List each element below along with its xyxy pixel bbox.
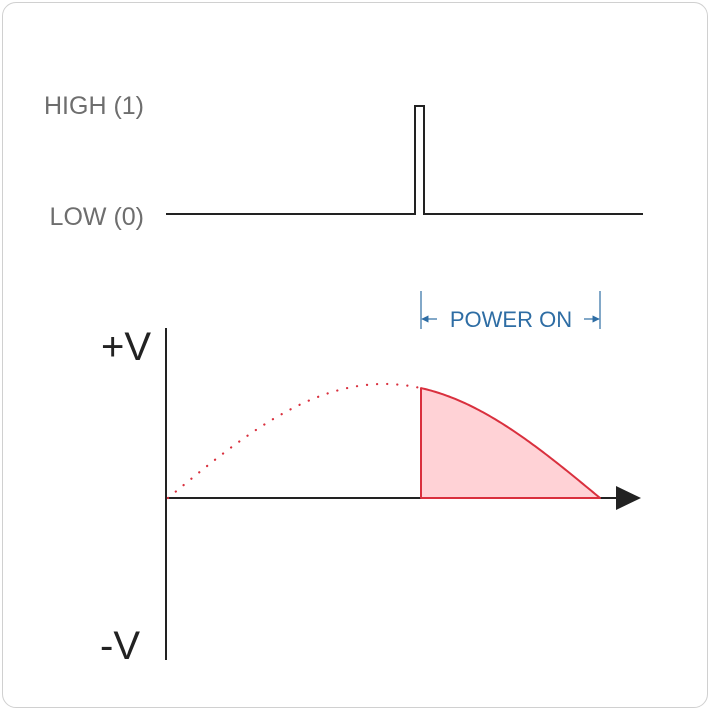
sine-curve-off-portion xyxy=(166,382,422,500)
negative-voltage-label: -V xyxy=(100,624,140,668)
pulse-signal-line xyxy=(166,105,643,215)
time-axis-arrowhead xyxy=(616,486,641,510)
low-level-label: LOW (0) xyxy=(50,203,144,231)
sine-curve-on-portion xyxy=(420,387,601,499)
positive-voltage-label: +V xyxy=(101,325,151,369)
power-on-label: POWER ON xyxy=(450,307,572,332)
high-level-label: HIGH (1) xyxy=(44,92,144,120)
